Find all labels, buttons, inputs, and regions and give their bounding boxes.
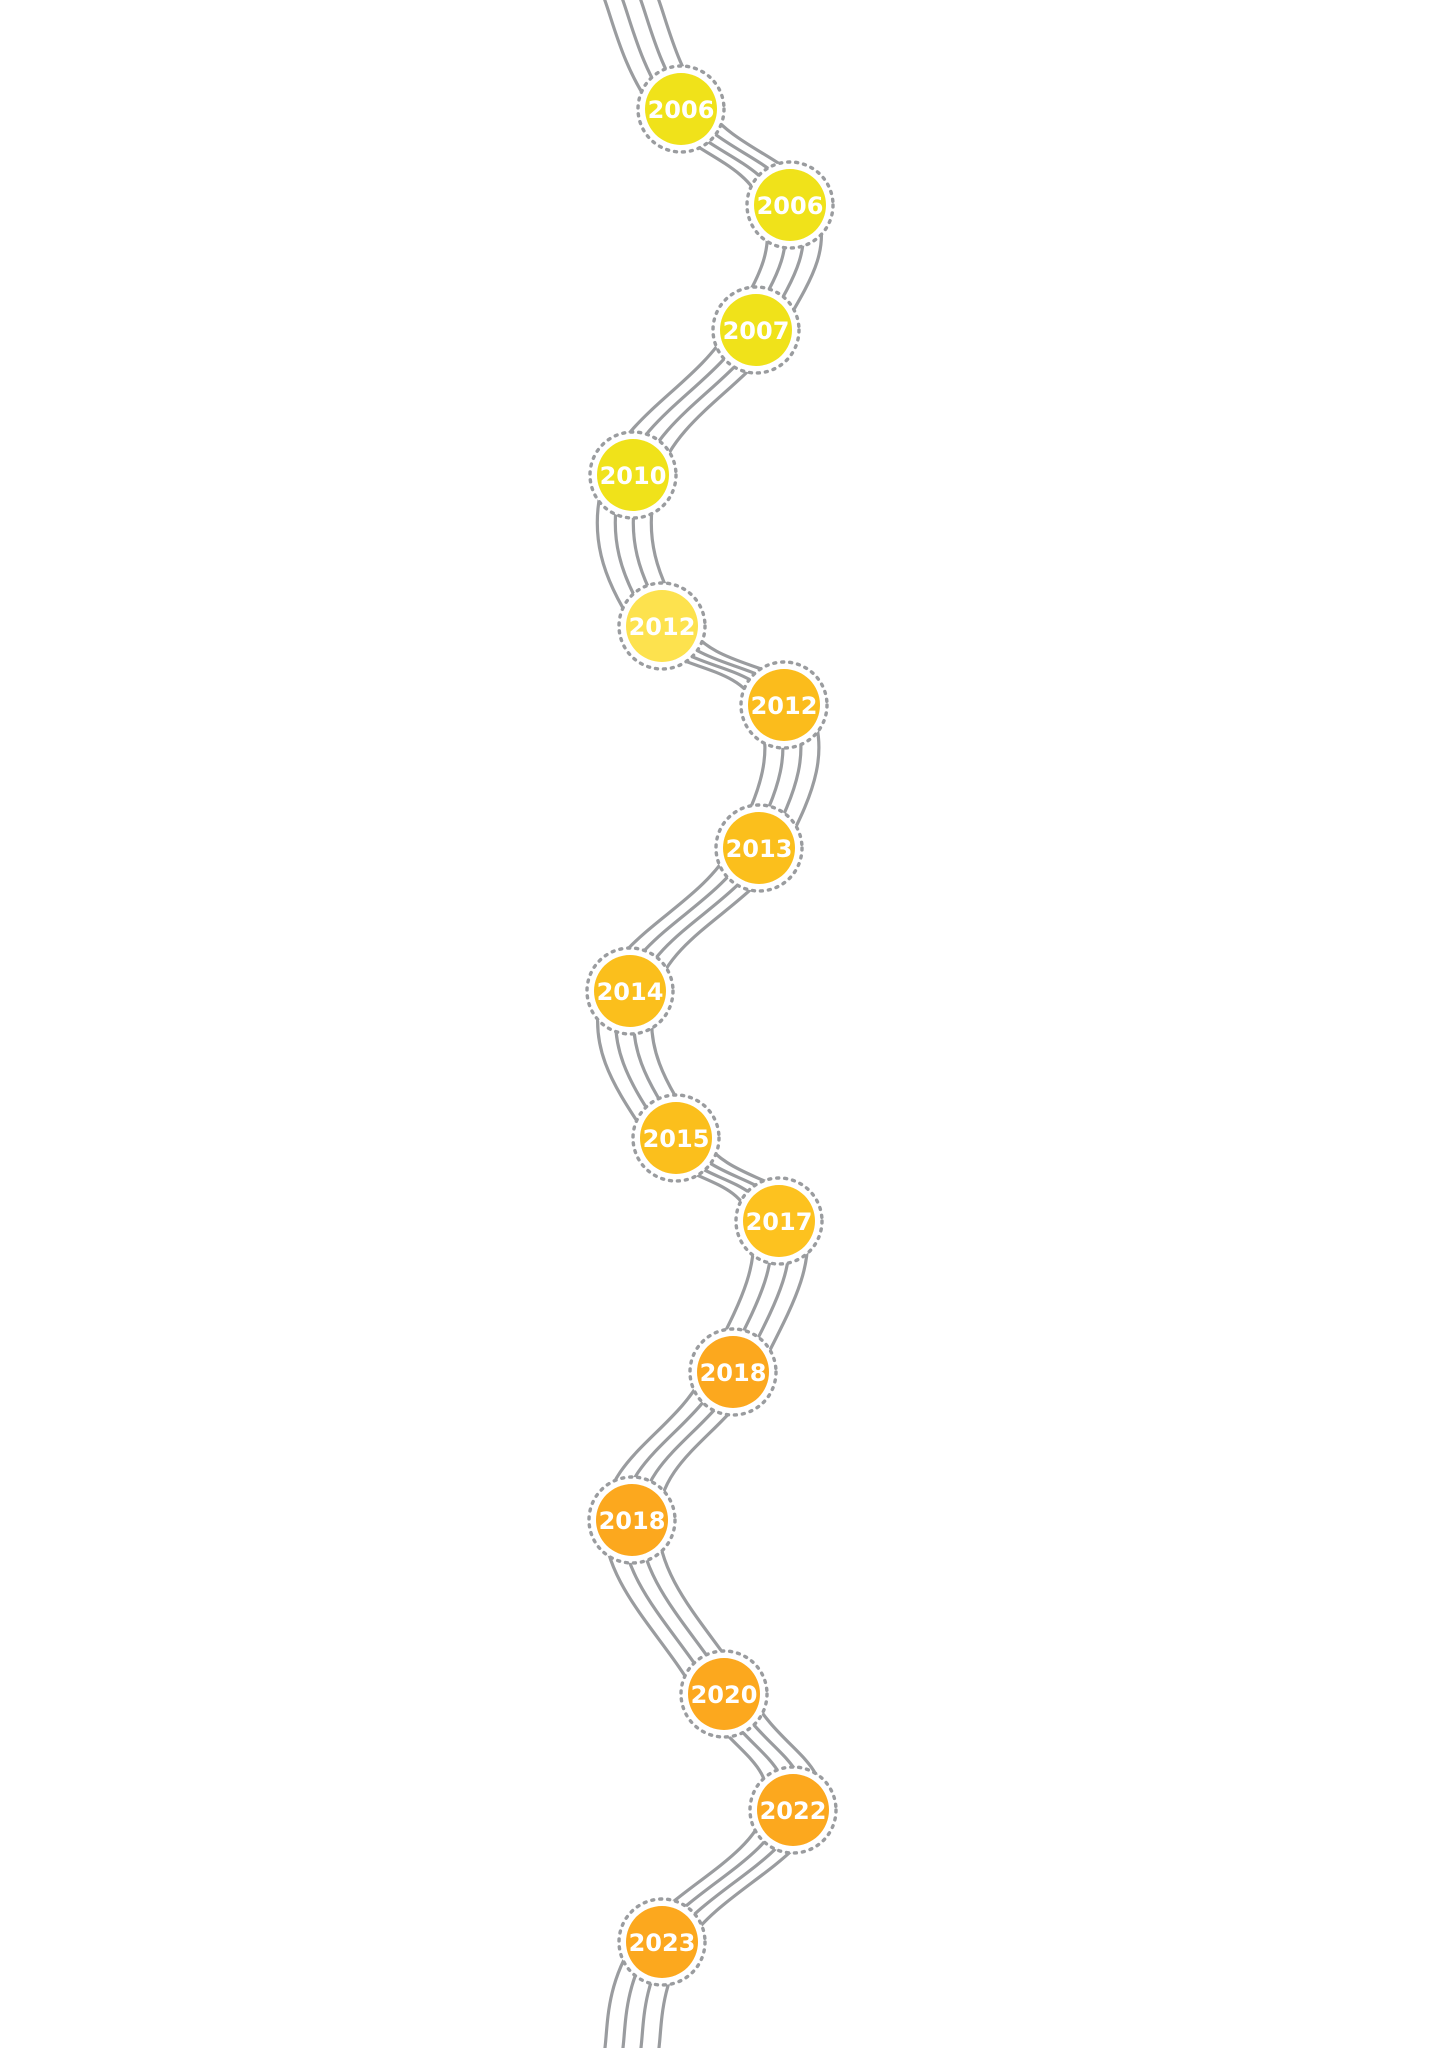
milestone-year-label: 2010 — [600, 462, 667, 490]
milestone-disc — [743, 1185, 815, 1257]
milestone-node: 2018 — [587, 1475, 677, 1565]
milestone-year-label: 2018 — [599, 1507, 666, 1535]
milestone-disc — [626, 1906, 698, 1978]
milestone-disc — [594, 955, 666, 1027]
milestone-node: 2012 — [739, 660, 829, 750]
milestone-disc — [757, 1774, 829, 1846]
milestone-year-label: 2015 — [643, 1125, 710, 1153]
milestone-disc — [720, 294, 792, 366]
milestone-node: 2015 — [631, 1093, 721, 1183]
milestone-disc — [597, 439, 669, 511]
milestone-disc — [748, 669, 820, 741]
milestone-node: 2020 — [679, 1649, 769, 1739]
milestone-year-label: 2006 — [648, 96, 715, 124]
milestone-year-label: 2020 — [691, 1681, 758, 1709]
milestone-year-label: 2013 — [726, 835, 793, 863]
milestone-year-label: 2023 — [629, 1929, 696, 1957]
milestone-disc — [645, 73, 717, 145]
milestone-year-label: 2012 — [751, 692, 818, 720]
milestone-node: 2018 — [688, 1327, 778, 1417]
milestone-disc — [697, 1336, 769, 1408]
milestone-disc — [596, 1484, 668, 1556]
milestone-node: 2012 — [617, 581, 707, 671]
milestone-node: 2014 — [585, 946, 675, 1036]
milestone-disc — [754, 169, 826, 241]
milestone-disc — [723, 812, 795, 884]
milestone-year-label: 2006 — [757, 192, 824, 220]
milestone-node: 2023 — [617, 1897, 707, 1987]
milestone-node: 2022 — [748, 1765, 838, 1855]
milestone-year-label: 2018 — [700, 1359, 767, 1387]
milestone-year-label: 2007 — [723, 317, 790, 345]
milestone-node: 2007 — [711, 285, 801, 375]
milestone-year-label: 2014 — [597, 978, 664, 1006]
milestone-nodes: 2006 2006 2007 2010 2012 2012 2013 2014 2015 2017… — [585, 64, 838, 1987]
milestone-year-label: 2022 — [760, 1797, 827, 1825]
milestone-node: 2017 — [734, 1176, 824, 1266]
milestone-node: 2013 — [714, 803, 804, 893]
milestone-node: 2006 — [636, 64, 726, 154]
milestone-year-label: 2012 — [629, 613, 696, 641]
milestone-node: 2010 — [588, 430, 678, 520]
milestone-disc — [640, 1102, 712, 1174]
milestone-node: 2006 — [745, 160, 835, 250]
milestone-disc — [688, 1658, 760, 1730]
milestone-disc — [626, 590, 698, 662]
milestone-year-label: 2017 — [746, 1208, 813, 1236]
